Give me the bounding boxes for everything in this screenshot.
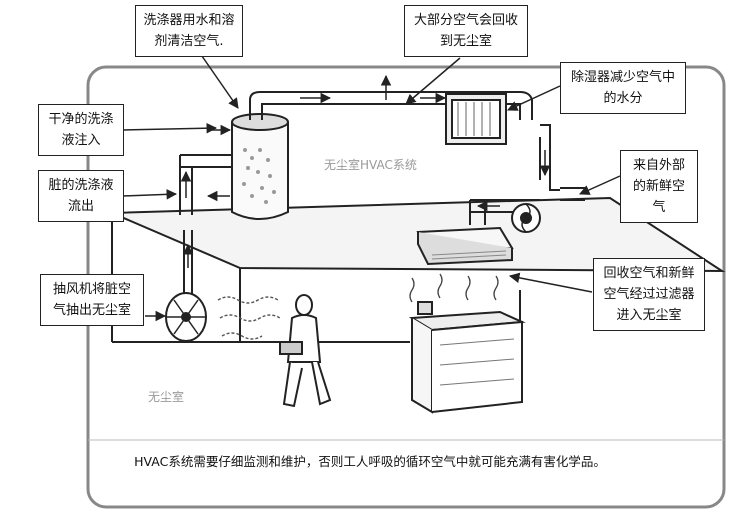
cleanroom-label: 无尘室 [148,390,185,404]
caption: HVAC系统需要仔细监测和维护，否则工人呼吸的循环空气中就可能充满有害化学品。 [134,454,606,469]
callout-scrubber-water: 洗涤器用水和溶剂清洁空气. [135,5,243,57]
dirty-air-wisps [217,296,281,340]
callout-clean-inlet: 干净的洗涤液注入 [38,104,124,156]
flow-arrows [180,74,551,268]
callout-dirty-outlet: 脏的洗涤液流出 [38,170,124,222]
blower-fan [511,203,541,233]
callout-fresh-air: 来自外部的新鲜空气 [620,150,698,223]
scrubber-tank [231,113,289,220]
callout-exhaust-fan: 抽风机将脏空气抽出无尘室 [40,274,144,326]
callout-filter: 回收空气和新鲜空气经过过滤器进入无尘室 [593,258,705,331]
cleanroom-walls [111,213,521,343]
filter-unit [416,226,514,266]
dehumidifier-unit [445,93,507,145]
airflow-lines [409,273,499,303]
cleanroom-worker [279,294,332,408]
hvac-system-label: 无尘室HVAC系统 [324,158,417,172]
callout-recover-air: 大部分空气会回收到无尘室 [404,5,528,57]
callout-dehumidifier: 除湿器减少空气中的水分 [560,62,686,114]
ductwork [179,91,585,295]
exhaust-fan [165,292,207,342]
wet-station [408,301,526,414]
